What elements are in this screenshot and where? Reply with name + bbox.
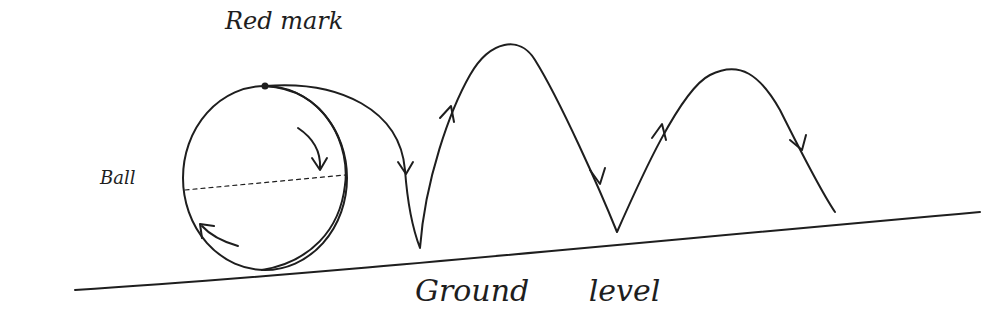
- ball-label: Ball: [100, 168, 135, 188]
- path-arrow-head: [652, 124, 666, 140]
- path-arrow-head: [790, 135, 806, 150]
- ground-level-label: Ground level: [415, 274, 660, 307]
- rotation-arrow: [298, 128, 320, 168]
- path-arrow-head: [398, 162, 413, 174]
- red-mark-dot: [263, 84, 268, 89]
- ball-edge-arc: [262, 86, 346, 270]
- rotation-arrow: [202, 226, 238, 246]
- ball-outline: [183, 86, 347, 270]
- rotation-arrow-head: [200, 224, 214, 238]
- rotation-arrow-head: [312, 158, 327, 170]
- path-arrow-head: [590, 168, 605, 184]
- red-mark-label: Red mark: [225, 8, 343, 34]
- red-mark-path: [265, 44, 835, 248]
- path-arrow-head: [440, 106, 454, 122]
- ball-diameter: [185, 175, 345, 190]
